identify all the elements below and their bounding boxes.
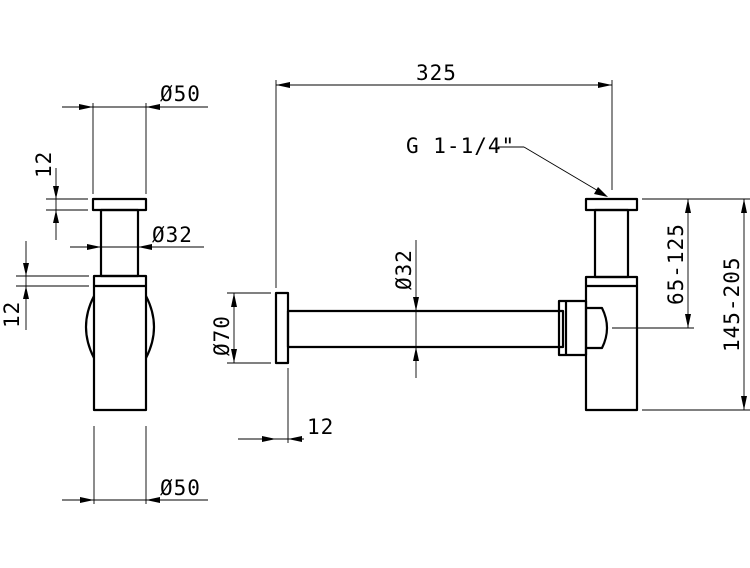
label-diam-70: Ø70	[210, 315, 234, 356]
label-diam-50-bottom: Ø50	[160, 476, 201, 500]
side-outlet-left	[84, 295, 95, 359]
label-dim-12-ring: 12	[0, 301, 24, 328]
label-diam-32-pipe: Ø32	[392, 249, 416, 290]
side-outlet-right	[145, 295, 156, 359]
side-top-cap	[91, 197, 148, 212]
front-tail-pipe	[593, 208, 630, 279]
label-dim-12-cap: 12	[32, 151, 56, 178]
label-width-325: 325	[416, 61, 457, 85]
front-top-cap	[584, 197, 639, 212]
side-body	[92, 274, 148, 412]
horizontal-pipe	[286, 309, 565, 349]
front-view: 325 G 1-1/4" Ø32 Ø70 12 65-125	[210, 61, 750, 443]
wall-flange	[274, 291, 290, 365]
label-dim-12-flange: 12	[307, 415, 334, 439]
label-range-145-205: 145-205	[720, 256, 744, 352]
front-body	[584, 275, 639, 412]
label-range-65-125: 65-125	[664, 223, 688, 305]
label-diam-50-top: Ø50	[160, 82, 201, 106]
side-view: Ø50 12 Ø32 12 Ø50	[0, 82, 208, 504]
label-diam-32-side: Ø32	[152, 223, 193, 247]
trap-bend	[586, 306, 609, 350]
label-thread: G 1-1/4"	[406, 134, 515, 158]
side-tail-pipe	[99, 208, 140, 278]
